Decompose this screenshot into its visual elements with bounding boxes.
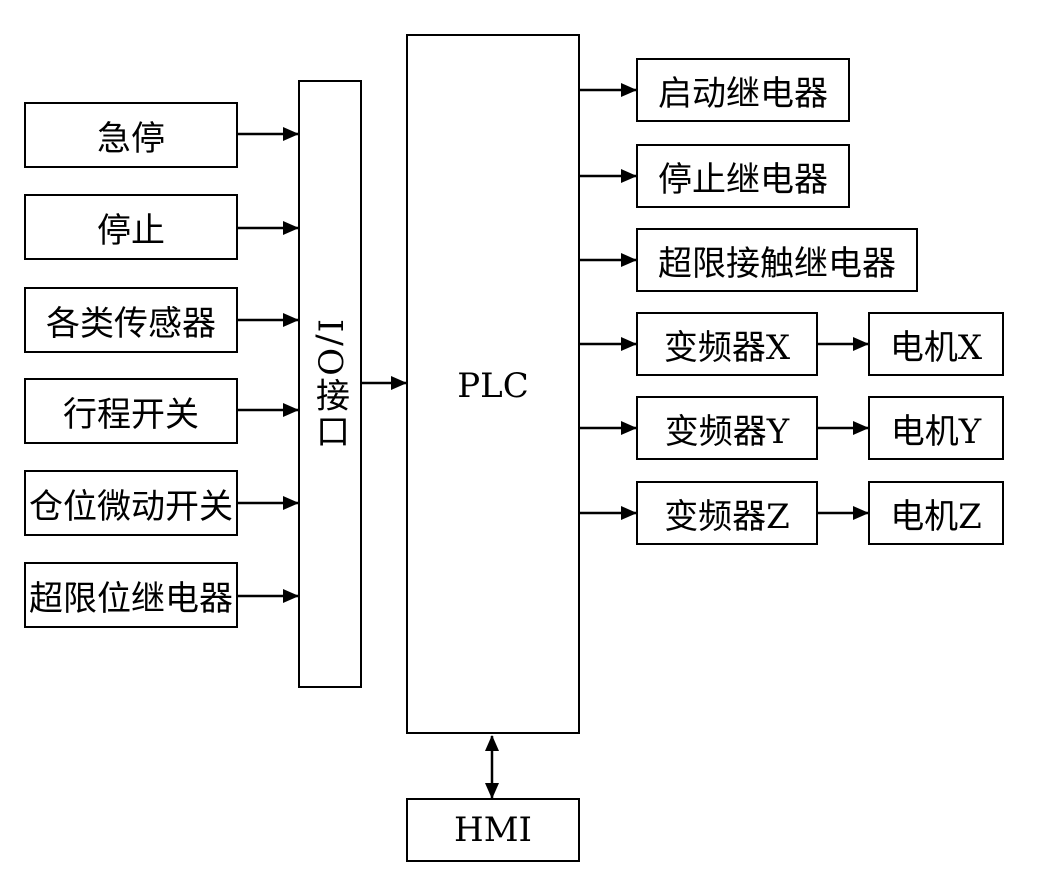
input-box-limit-switch: 行程开关 bbox=[24, 378, 238, 444]
input-box-overlimit-relay: 超限位继电器 bbox=[24, 562, 238, 628]
io-interface-label: I/O接口 bbox=[309, 318, 350, 450]
motor-box-x: 电机X bbox=[868, 312, 1004, 376]
motor-label: 电机Y bbox=[890, 411, 982, 452]
relay-label: 超限接触继电器 bbox=[658, 243, 896, 284]
inverter-box-z: 变频器Z bbox=[636, 481, 818, 545]
inverter-label: 变频器Z bbox=[664, 496, 790, 537]
relay-label: 启动继电器 bbox=[658, 73, 828, 114]
input-box-stop: 停止 bbox=[24, 194, 238, 260]
motor-box-y: 电机Y bbox=[868, 396, 1004, 460]
plc-box: PLC bbox=[406, 34, 580, 734]
input-box-sensors: 各类传感器 bbox=[24, 287, 238, 353]
relay-box-overlimit-contact: 超限接触继电器 bbox=[636, 228, 918, 292]
input-label: 停止 bbox=[97, 210, 165, 251]
inverter-label: 变频器X bbox=[663, 327, 791, 368]
relay-label: 停止继电器 bbox=[658, 159, 828, 200]
input-box-emergency-stop: 急停 bbox=[24, 102, 238, 168]
input-label: 超限位继电器 bbox=[29, 578, 233, 619]
plc-label: PLC bbox=[457, 366, 529, 406]
relay-box-start: 启动继电器 bbox=[636, 58, 850, 122]
inverter-label: 变频器Y bbox=[664, 411, 790, 452]
input-label: 各类传感器 bbox=[46, 303, 216, 344]
relay-box-stop: 停止继电器 bbox=[636, 144, 850, 208]
input-label: 行程开关 bbox=[63, 394, 199, 435]
inverter-box-x: 变频器X bbox=[636, 312, 818, 376]
input-label: 仓位微动开关 bbox=[29, 486, 233, 527]
input-label: 急停 bbox=[97, 118, 165, 159]
hmi-label: HMI bbox=[454, 810, 532, 850]
hmi-box: HMI bbox=[406, 798, 580, 862]
motor-label: 电机Z bbox=[890, 496, 982, 537]
motor-box-z: 电机Z bbox=[868, 481, 1004, 545]
inverter-box-y: 变频器Y bbox=[636, 396, 818, 460]
input-box-position-microswitch: 仓位微动开关 bbox=[24, 470, 238, 536]
io-interface-box: I/O接口 bbox=[298, 80, 362, 688]
motor-label: 电机X bbox=[889, 327, 983, 368]
